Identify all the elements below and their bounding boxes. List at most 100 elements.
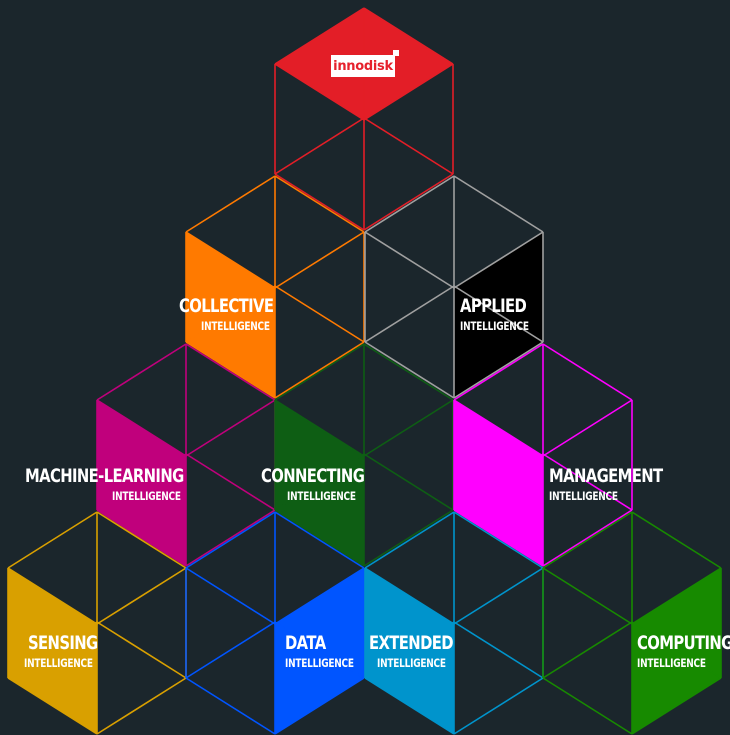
- cube-edge: [274, 341, 365, 399]
- label-collective: COLLECTIVE INTELLIGENCE: [179, 297, 300, 333]
- cube-edge: [363, 7, 454, 65]
- logo-text: innodisk: [333, 58, 393, 74]
- label-collective-title: COLLECTIVE: [179, 295, 274, 317]
- cube-edge: [274, 567, 365, 625]
- cube-edge: [7, 567, 98, 625]
- label-computing-title: COMPUTING: [637, 632, 730, 654]
- cube-edge: [453, 621, 544, 679]
- cube-edge: [185, 341, 276, 399]
- cube-edge: [7, 511, 98, 569]
- label-sensing: SENSING INTELLIGENCE: [24, 634, 117, 670]
- cube-edge: [542, 621, 633, 679]
- label-management-subtitle: INTELLIGENCE: [549, 489, 618, 503]
- cube-edge: [364, 567, 455, 625]
- cube-edge: [96, 511, 187, 569]
- cube-edge: [542, 453, 633, 511]
- cube-edge: [96, 567, 187, 625]
- cube-edge: [542, 511, 633, 569]
- cube-sensing-face: [8, 568, 97, 734]
- label-management: MANAGEMENT INTELLIGENCE: [549, 467, 695, 503]
- cube-applied-face: [454, 232, 543, 398]
- label-machine-learning-title: MACHINE-LEARNING: [25, 465, 184, 487]
- cube-edge: [274, 621, 365, 679]
- label-extended: EXTENDED INTELLIGENCE: [369, 634, 477, 670]
- cube-edge: [542, 567, 633, 625]
- cube-edge: [363, 453, 454, 511]
- label-connecting-title: CONNECTING: [261, 465, 365, 487]
- cube-edge: [274, 63, 365, 121]
- label-sensing-title: SENSING: [28, 632, 98, 654]
- cube-edge: [453, 285, 544, 343]
- cube-edge: [274, 285, 365, 343]
- cube-edge: [7, 677, 98, 735]
- cube-edge: [185, 285, 276, 343]
- cube-edge: [185, 621, 276, 679]
- cube-edge: [274, 511, 365, 569]
- cube-edge: [631, 567, 722, 625]
- cube-extended: [364, 511, 544, 735]
- cube-edge: [96, 621, 187, 679]
- label-machine-learning: MACHINE-LEARNING INTELLIGENCE: [25, 467, 228, 503]
- cube-edge: [453, 175, 544, 233]
- cube-edge: [453, 567, 544, 625]
- cube-edge: [542, 677, 633, 735]
- cube-edge: [274, 173, 365, 231]
- cube-edge: [364, 341, 455, 399]
- cube-edge: [364, 677, 455, 735]
- cube-edge: [453, 231, 544, 289]
- cube-edge: [364, 511, 455, 569]
- cube-edge: [185, 399, 276, 457]
- cube-management-face: [454, 400, 543, 566]
- cube-edge: [185, 511, 276, 569]
- label-applied: APPLIED INTELLIGENCE: [460, 297, 548, 333]
- cube-edge: [453, 399, 544, 457]
- cube-edge: [185, 509, 276, 567]
- cube-edge: [542, 343, 633, 401]
- cube-edge: [185, 453, 276, 511]
- cube-edge: [185, 231, 276, 289]
- cube-edge: [542, 509, 633, 567]
- cube-edge: [96, 509, 187, 567]
- label-data-title: DATA: [285, 632, 326, 654]
- cube-edge: [364, 621, 455, 679]
- cube-edge: [274, 231, 365, 289]
- label-connecting-subtitle: INTELLIGENCE: [287, 489, 356, 503]
- cube-edge: [274, 175, 365, 233]
- cube-edge: [96, 399, 187, 457]
- cube-edge: [96, 677, 187, 735]
- cube-edge: [274, 453, 365, 511]
- cube-computing-face: [632, 568, 721, 734]
- cube-edge: [453, 677, 544, 735]
- cube-edge: [631, 621, 722, 679]
- label-extended-subtitle: INTELLIGENCE: [377, 656, 446, 670]
- label-machine-learning-subtitle: INTELLIGENCE: [112, 489, 181, 503]
- cube-edge: [274, 399, 365, 457]
- cube-edge: [274, 7, 365, 65]
- cube-edge: [363, 173, 454, 231]
- label-collective-subtitle: INTELLIGENCE: [201, 319, 270, 333]
- cube-edge: [631, 677, 722, 735]
- cube-edge: [363, 63, 454, 121]
- cube-edge: [274, 117, 365, 175]
- cube-edge: [274, 677, 365, 735]
- cube-edge: [364, 285, 455, 343]
- cube-edge: [453, 453, 544, 511]
- cube-management: [453, 343, 633, 567]
- cube-computing: [542, 511, 722, 735]
- label-computing: COMPUTING INTELLIGENCE: [637, 634, 730, 670]
- label-sensing-subtitle: INTELLIGENCE: [24, 656, 93, 670]
- label-management-title: MANAGEMENT: [549, 465, 663, 487]
- cube-edge: [7, 621, 98, 679]
- cube-data: [185, 511, 365, 735]
- cube-applied: [364, 175, 544, 399]
- cube-edge: [363, 117, 454, 175]
- cube-edge: [96, 453, 187, 511]
- cube-extended-face: [365, 568, 454, 734]
- cube-edge: [453, 341, 544, 399]
- cube-edge: [453, 511, 544, 569]
- cube-edge: [542, 399, 633, 457]
- cube-edge: [363, 509, 454, 567]
- cube-top: [274, 7, 454, 231]
- cube-edge: [274, 343, 365, 401]
- cube-edge: [274, 509, 365, 567]
